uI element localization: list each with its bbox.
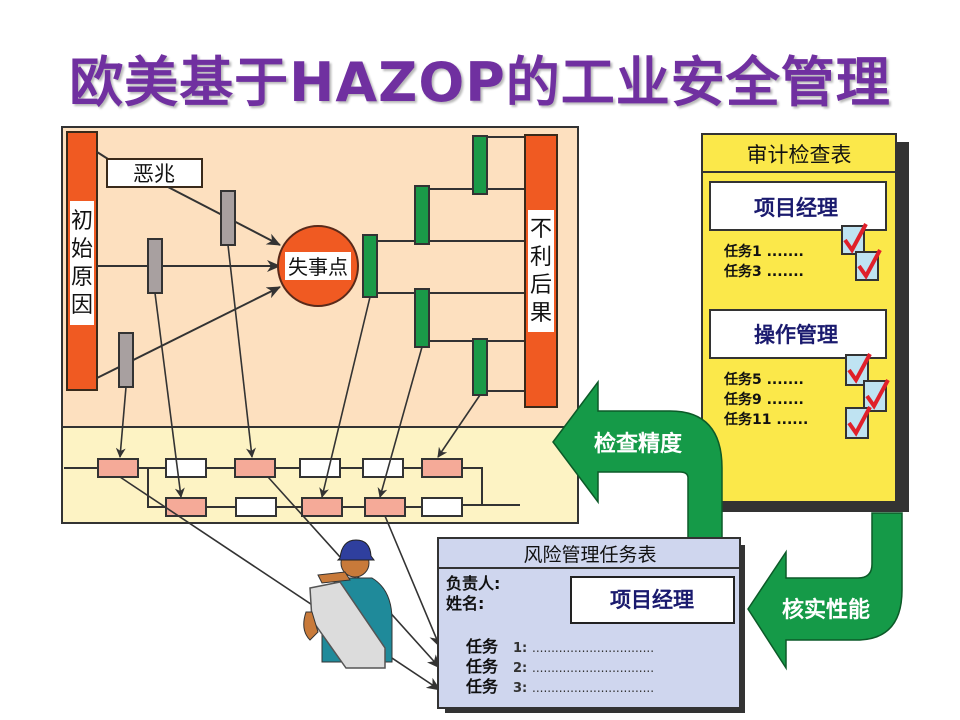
owner-label: 负责人: — [446, 574, 500, 593]
audit-checklist-panel — [701, 133, 909, 512]
preventive-barrier — [118, 332, 134, 388]
page-title: 欧美基于HAZOP的工业安全管理 — [69, 51, 891, 114]
initial-cause-char: 始 — [71, 237, 93, 262]
consequence-char: 果 — [530, 301, 552, 326]
task-row-label: 任务 — [465, 657, 499, 676]
task-node — [235, 497, 277, 517]
risk-task-table — [437, 537, 745, 713]
initial-cause-char: 初 — [71, 209, 93, 234]
checkbox-checked-icon — [845, 406, 872, 439]
task-node-active — [165, 497, 207, 517]
verify-performance-label: 核实性能 — [782, 597, 870, 623]
preventive-barrier — [220, 190, 236, 246]
consequence-char: 后 — [530, 273, 552, 298]
mitigating-barrier — [472, 338, 488, 396]
task-row-dots: ................................ — [532, 641, 654, 655]
worker-illustration — [303, 539, 393, 669]
audit-task-item: 任务3 ....... — [723, 263, 804, 280]
task-row-dots: ................................ — [532, 681, 654, 695]
loss-point-label: 失事点 — [288, 255, 348, 279]
task-row-dots: ................................ — [532, 661, 654, 675]
audit-checklist-title: 审计检查表 — [747, 143, 852, 167]
audit-task-item: 任务9 ....... — [723, 391, 804, 408]
checkbox-checked-icon — [863, 379, 890, 412]
precursor-label: 恶兆 — [133, 162, 175, 186]
task-node-active — [364, 497, 406, 517]
task-row-number: 2: — [513, 661, 527, 676]
task-row-label: 任务 — [465, 637, 499, 656]
workflow-chain — [64, 467, 520, 508]
check-precision-arrow — [552, 379, 723, 546]
mitigating-barrier — [414, 185, 430, 245]
verify-performance-arrow — [747, 512, 903, 671]
task-node-active — [301, 497, 343, 517]
initial-cause-bar — [66, 131, 98, 391]
task-row-number: 1: — [513, 641, 527, 656]
checkbox-checked-icon — [841, 223, 868, 255]
initial-cause-char: 因 — [71, 293, 93, 318]
task-node-active — [97, 458, 139, 478]
audit-task-item: 任务1 ....... — [723, 243, 804, 260]
audit-task-item: 任务5 ....... — [723, 371, 804, 388]
audit-section-header: 操作管理 — [754, 323, 838, 347]
mitigating-barrier — [472, 135, 488, 195]
preventive-barrier — [147, 238, 163, 294]
mitigating-barrier — [362, 234, 378, 298]
consequence-char: 不 — [530, 217, 552, 242]
checkbox-checked-icon — [845, 353, 872, 386]
consequence-bar — [524, 134, 558, 408]
audit-task-item: 任务11 ...... — [723, 411, 808, 428]
audit-section-header: 项目经理 — [754, 196, 838, 220]
name-label: 姓名: — [446, 594, 484, 613]
task-node — [421, 497, 463, 517]
precursor-box — [106, 158, 203, 188]
task-row-label: 任务 — [465, 677, 499, 696]
mitigating-barrier — [414, 288, 430, 348]
checkbox-checked-icon — [855, 249, 882, 281]
task-node — [362, 458, 404, 478]
task-row-number: 3: — [513, 681, 527, 696]
task-node — [165, 458, 207, 478]
task-node-active — [234, 458, 276, 478]
task-node — [299, 458, 341, 478]
consequence-char: 利 — [530, 245, 552, 270]
task-node-active — [421, 458, 463, 478]
initial-cause-char: 原 — [71, 265, 93, 290]
risk-table-title: 风险管理任务表 — [523, 544, 656, 566]
owner-value: 项目经理 — [610, 588, 694, 612]
check-precision-label: 检查精度 — [594, 431, 683, 457]
